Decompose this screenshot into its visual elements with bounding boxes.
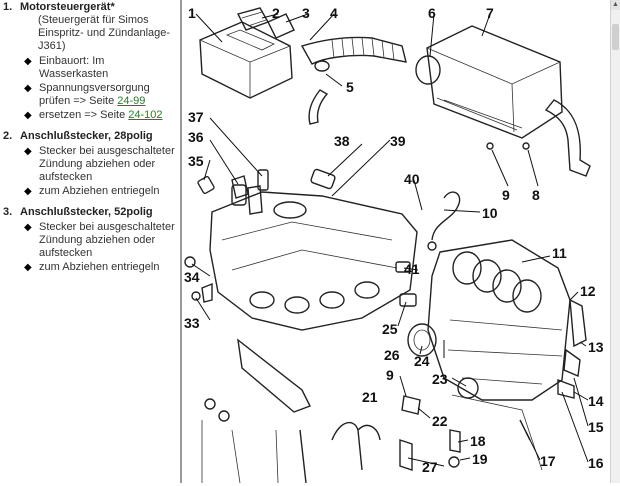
diamond-bullet-icon: ◆ [24, 222, 32, 233]
item-number: 3. [3, 206, 13, 218]
callout-37: 37 [188, 109, 204, 125]
bullet-text: zum Abziehen entriegeln [39, 261, 160, 273]
bullet-text: Spannungsversorgung prüfen => Seite [39, 82, 150, 107]
callout-22: 22 [432, 413, 448, 429]
callout-39: 39 [390, 133, 406, 149]
callout-7: 7 [486, 5, 494, 21]
diagram-canvas: 1 2 3 4 5 6 7 8 9 10 11 12 13 14 15 16 1… [184, 5, 604, 484]
callout-numbers: 1 2 3 4 5 6 7 8 9 10 11 12 13 14 15 16 1… [184, 5, 604, 475]
bullet-text: Stecker bei ausgeschalteter Zündung abzi… [39, 221, 175, 259]
callout-23: 23 [432, 371, 448, 387]
page-link[interactable]: 24-99 [117, 95, 146, 107]
leader-lines [191, 13, 589, 467]
callout-2: 2 [272, 5, 280, 21]
bullet-item: ◆ Stecker bei ausgeschalteter Zündung ab… [20, 145, 176, 184]
callout-33: 33 [184, 315, 200, 331]
callout-14: 14 [588, 393, 604, 409]
callout-4: 4 [330, 5, 338, 21]
item-title: Anschlußstecker, 28polig [20, 130, 153, 142]
callout-27: 27 [422, 459, 438, 475]
diamond-bullet-icon: ◆ [24, 146, 32, 157]
bullet-item: ◆ ersetzen => Seite 24-102 [20, 109, 176, 122]
connectors-drawing [236, 7, 295, 39]
callout-6: 6 [428, 5, 436, 21]
item-title: Motorsteuergerät* [20, 1, 115, 13]
callout-41: 41 [404, 261, 420, 277]
description-panel: 1. Motorsteuergerät* (Steuergerät für Si… [0, 0, 176, 483]
diamond-bullet-icon: ◆ [24, 186, 32, 197]
item-number: 2. [3, 130, 13, 142]
bullet-item: ◆ Einbauort: Im Wasserkasten [20, 55, 176, 81]
bullet-text: zum Abziehen entriegeln [39, 185, 160, 197]
callout-16: 16 [588, 455, 604, 471]
item-bullets: ◆ Stecker bei ausgeschalteter Zündung ab… [20, 145, 176, 198]
parts-list: 1. Motorsteuergerät* (Steuergerät für Si… [0, 1, 176, 274]
bullet-item: ◆ Stecker bei ausgeschalteter Zündung ab… [20, 221, 176, 260]
bullet-item: ◆ zum Abziehen entriegeln [20, 261, 176, 274]
callout-5: 5 [346, 79, 354, 95]
bullet-text: Einbauort: Im Wasserkasten [39, 55, 109, 80]
item-bullets: ◆ Stecker bei ausgeschalteter Zündung ab… [20, 221, 176, 274]
bullet-item: ◆ zum Abziehen entriegeln [20, 185, 176, 198]
callout-26: 26 [384, 347, 400, 363]
callout-35: 35 [188, 153, 204, 169]
callout-8: 8 [532, 187, 540, 203]
exploded-parts-diagram: 1 2 3 4 5 6 7 8 9 10 11 12 13 14 15 16 1… [182, 0, 610, 484]
item-title: Anschlußstecker, 52polig [20, 206, 153, 218]
callout-9: 9 [502, 187, 510, 203]
diamond-bullet-icon: ◆ [24, 262, 32, 273]
scroll-up-arrow-icon[interactable]: ▲ [611, 0, 620, 10]
item-bullets: ◆ Einbauort: Im Wasserkasten ◆ Spannungs… [20, 55, 176, 122]
small-parts-drawing [184, 168, 336, 303]
callout-25: 25 [382, 321, 398, 337]
panel-divider[interactable] [180, 0, 182, 483]
callout-19: 19 [472, 451, 488, 467]
bullet-text: ersetzen => Seite [39, 109, 129, 121]
callout-13: 13 [588, 339, 604, 355]
callout-12: 12 [580, 283, 596, 299]
list-item-1: 1. Motorsteuergerät* (Steuergerät für Si… [0, 1, 176, 122]
sensor-parts-drawing [201, 338, 543, 484]
item-description: (Steuergerät für Simos Einspritz- und Zü… [38, 14, 171, 52]
intake-manifold-drawing [209, 184, 418, 331]
callout-15: 15 [588, 419, 604, 435]
bullet-text: Stecker bei ausgeschalteter Zündung abzi… [39, 145, 175, 183]
callout-11: 11 [552, 245, 567, 261]
callout-3: 3 [302, 5, 310, 21]
air-filter-housing-drawing [415, 25, 591, 177]
item-number: 1. [3, 1, 13, 13]
scrollbar-thumb[interactable] [612, 24, 619, 50]
callout-36: 36 [188, 129, 204, 145]
callout-9b: 9 [386, 367, 394, 383]
callout-40: 40 [404, 171, 420, 187]
callout-10: 10 [482, 205, 498, 221]
callout-1: 1 [188, 5, 196, 21]
callout-21: 21 [362, 389, 378, 405]
diamond-bullet-icon: ◆ [24, 110, 32, 121]
callout-24: 24 [414, 353, 430, 369]
vertical-scrollbar[interactable]: ▲ [610, 0, 620, 483]
intake-hose-drawing [300, 36, 407, 125]
diamond-bullet-icon: ◆ [24, 83, 32, 94]
diamond-bullet-icon: ◆ [24, 56, 32, 67]
callout-34: 34 [184, 269, 200, 285]
callout-38: 38 [334, 133, 350, 149]
list-item-3: 3. Anschlußstecker, 52polig ◆ Stecker be… [0, 206, 176, 274]
list-item-2: 2. Anschlußstecker, 28polig ◆ Stecker be… [0, 130, 176, 198]
lower-manifold-drawing [427, 239, 587, 401]
cable-drawing [427, 191, 461, 251]
page-link[interactable]: 24-102 [128, 109, 163, 121]
callout-18: 18 [470, 433, 486, 449]
bullet-item: ◆ Spannungsversorgung prüfen => Seite 24… [20, 82, 176, 108]
callout-17: 17 [540, 453, 556, 469]
gasket-parts-drawing [395, 261, 479, 399]
